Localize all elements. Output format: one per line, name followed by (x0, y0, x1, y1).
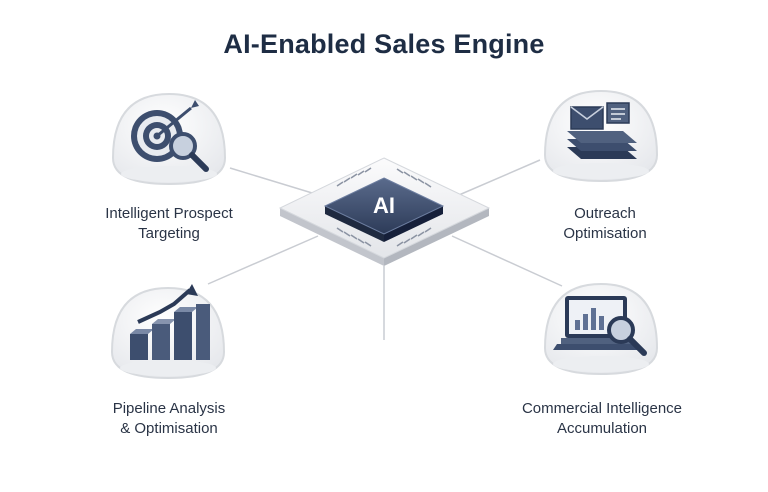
node-commercial-intelligence-label: Commercial Intelligence Accumulation (482, 399, 722, 439)
ai-chip-hub: AI (277, 156, 492, 268)
node-pipeline-analysis-label: Pipeline Analysis & Optimisation (49, 399, 289, 439)
rising-bar-chart-icon (108, 282, 228, 382)
node-outreach-optimisation (541, 85, 661, 185)
node-prospect-targeting (109, 88, 229, 188)
email-stack-icon (541, 85, 661, 185)
ai-chip-icon: AI (277, 156, 492, 268)
ai-chip-label: AI (373, 193, 395, 218)
node-prospect-targeting-label: Intelligent Prospect Targeting (49, 204, 289, 244)
node-commercial-intelligence (541, 278, 661, 378)
laptop-analytics-magnifier-icon (541, 278, 661, 378)
node-outreach-optimisation-label: Outreach Optimisation (485, 204, 725, 244)
target-magnifier-icon (109, 88, 229, 188)
node-pipeline-analysis (108, 282, 228, 382)
